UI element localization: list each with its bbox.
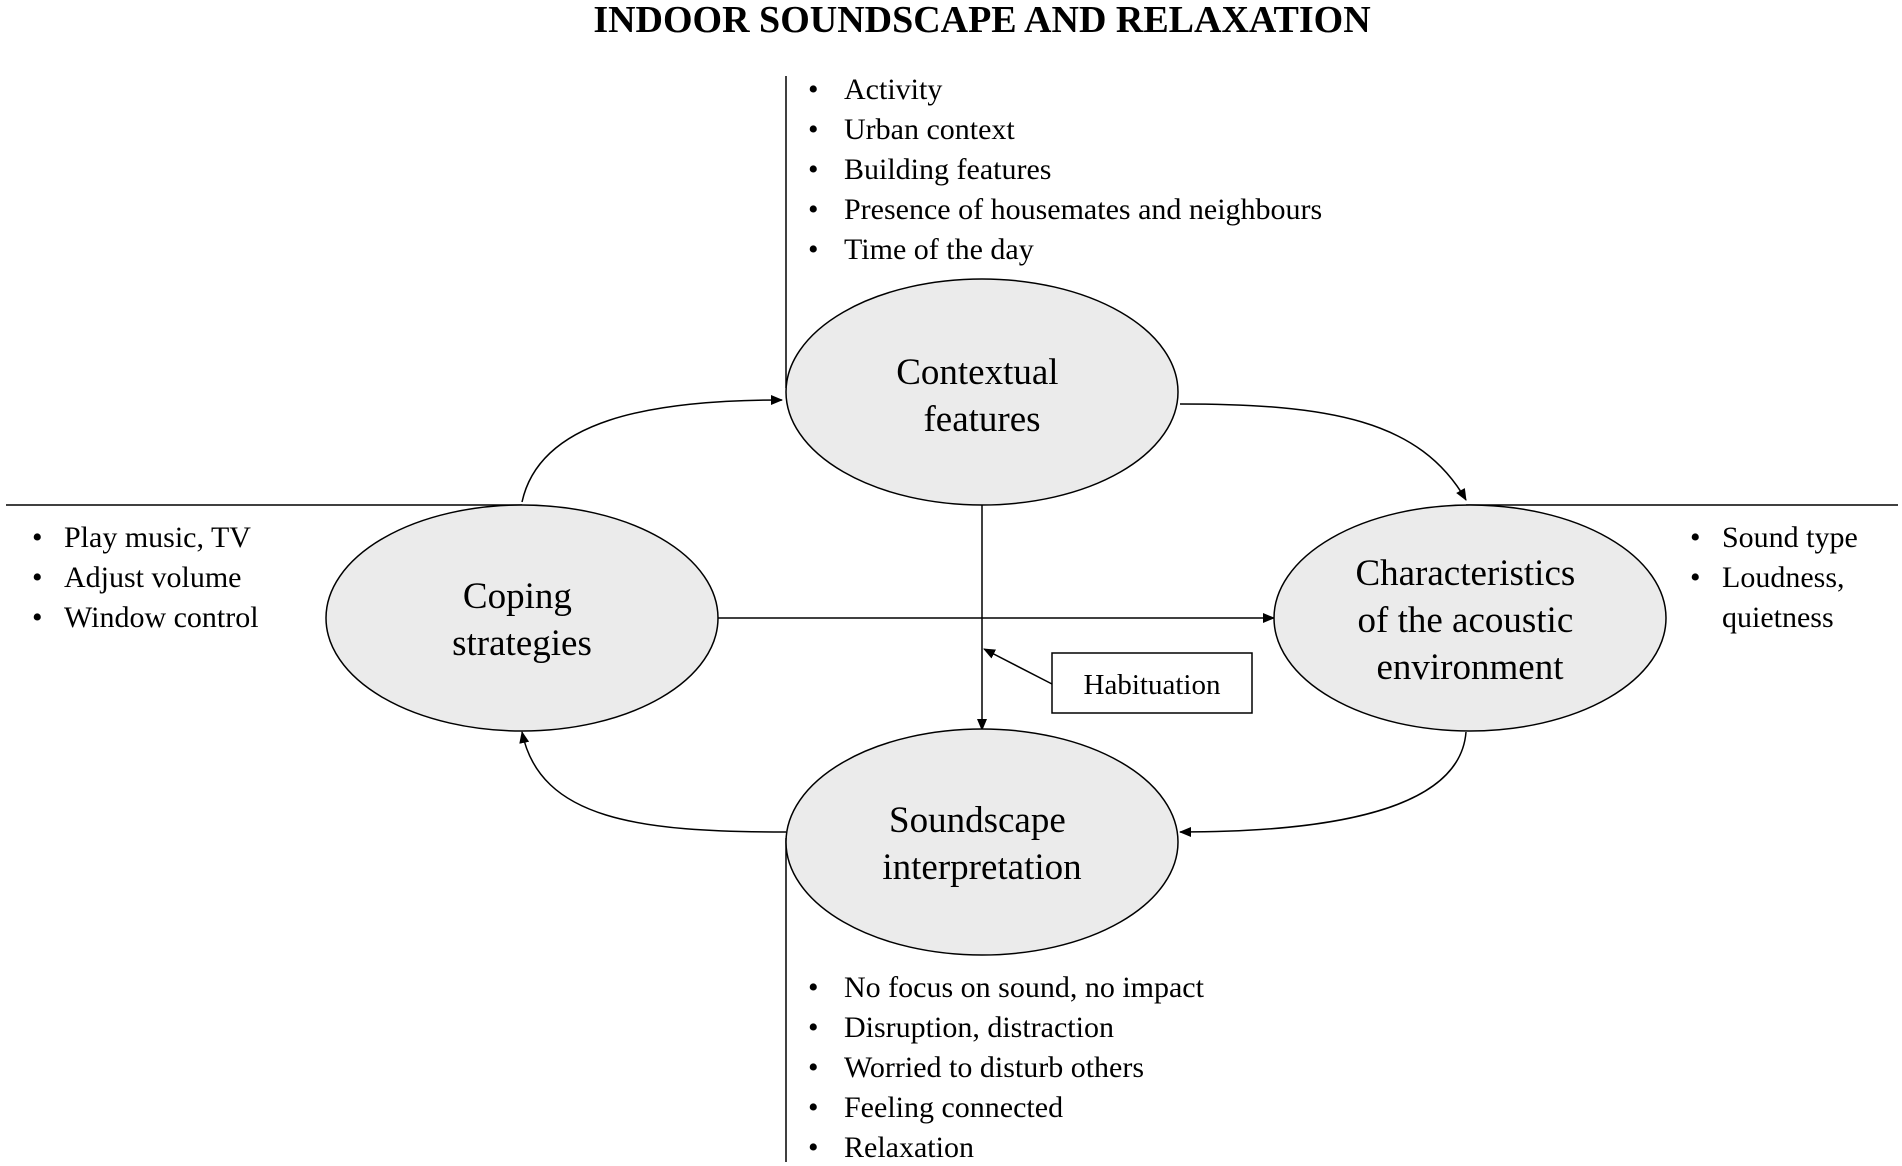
list-item: Adjust volume	[64, 561, 242, 594]
list-item: Presence of housemates and neighbours	[844, 193, 1322, 226]
soundscape-interpretation-list: • No focus on sound, no impact • Disruption…	[808, 971, 1205, 1164]
bullet-icon: •	[808, 153, 819, 186]
bullet-icon: •	[808, 1051, 819, 1084]
list-item: Sound type	[1722, 521, 1858, 554]
list-item: Play music, TV	[64, 521, 251, 554]
list-item: Time of the day	[844, 233, 1034, 266]
bullet-icon: •	[1690, 521, 1701, 554]
bullet-icon: •	[32, 601, 43, 634]
bullet-icon: •	[808, 193, 819, 226]
bullet-icon: •	[808, 233, 819, 266]
list-item: Loudness,	[1722, 561, 1845, 594]
list-item: No focus on sound, no impact	[844, 971, 1205, 1004]
arrow-contextual-to-acoustic	[1179, 403, 1467, 501]
arrow-coping-to-contextual	[521, 395, 783, 503]
arrow-acoustic-to-soundscape	[1179, 731, 1467, 837]
bullet-icon: •	[808, 1131, 819, 1164]
list-item: Urban context	[844, 113, 1015, 146]
coping-strategies-label: Coping strategies	[452, 576, 592, 664]
acoustic-environment-node	[1273, 504, 1667, 732]
habituation-label: Habituation	[1084, 669, 1221, 701]
habituation-box	[1051, 652, 1253, 714]
acoustic-environment-label: Characteristics of the acoustic environm…	[1355, 553, 1584, 688]
acoustic-environment-list: • Sound type • Loudness, quietness	[1690, 521, 1858, 634]
list-item: Activity	[844, 73, 942, 106]
list-item: Feeling connected	[844, 1091, 1063, 1124]
list-item: Window control	[64, 601, 259, 634]
contextual-features-label: Contextual features	[896, 352, 1068, 440]
bullet-icon: •	[808, 971, 819, 1004]
soundscape-interpretation-label: Soundscape interpretation	[882, 800, 1081, 888]
diagram-title: INDOOR SOUNDSCAPE AND RELAXATION	[593, 0, 1370, 41]
list-item: quietness	[1722, 601, 1834, 634]
bullet-icon: •	[1690, 561, 1701, 594]
bullet-icon: •	[32, 521, 43, 554]
coping-strategies-list: • Play music, TV • Adjust volume • Window con…	[32, 521, 259, 634]
list-item: Relaxation	[844, 1131, 974, 1164]
bullet-icon: •	[32, 561, 43, 594]
bullet-icon: •	[808, 113, 819, 146]
list-item: Disruption, distraction	[844, 1011, 1114, 1044]
bullet-icon: •	[808, 73, 819, 106]
soundscape-interpretation-node	[785, 728, 1179, 956]
contextual-features-node	[785, 278, 1179, 506]
list-item: Worried to disturb others	[844, 1051, 1144, 1084]
list-item: Building features	[844, 153, 1051, 186]
arrow-habituation	[983, 648, 1053, 685]
bullet-icon: •	[808, 1091, 819, 1124]
arrow-soundscape-to-coping	[519, 731, 787, 833]
bullet-icon: •	[808, 1011, 819, 1044]
coping-strategies-node	[325, 504, 719, 732]
contextual-features-list: • Activity • Urban context • Building feature…	[808, 73, 1322, 266]
